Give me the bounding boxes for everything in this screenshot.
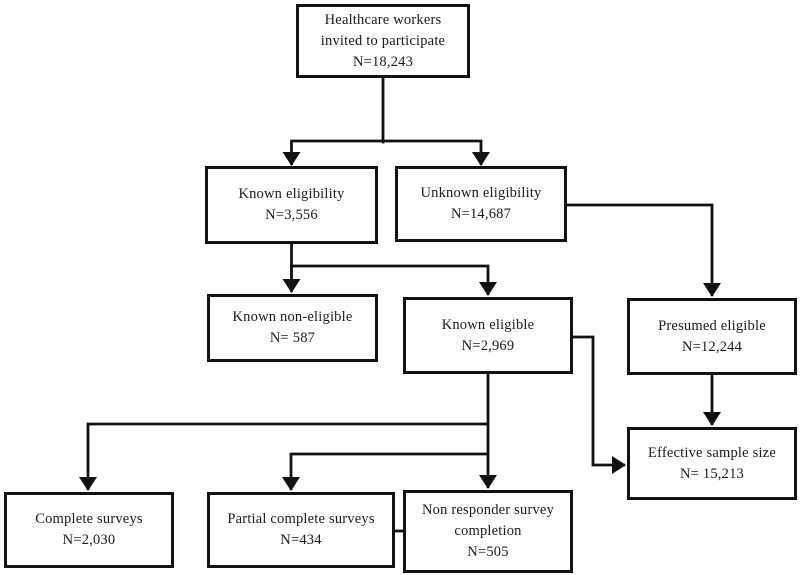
node-label-line: Complete surveys [35,511,143,527]
node-label-line: Known non-eligible [232,309,353,325]
node-count: N=3,556 [265,207,318,223]
node-known-eligibility: Known eligibility N=3,556 [205,166,378,244]
node-count: N=12,244 [681,338,743,355]
node-invited: Healthcare workers invited to participat… [296,4,470,78]
node-count: N=2,969 [461,337,515,354]
edge-invited-to-eligibility-split [282,139,490,166]
node-label-line: completion [454,523,522,539]
node-non-responder-survey-completion: Non responder survey completion N=505 [403,490,573,573]
node-count: N=434 [280,532,322,548]
node-label-line: Non responder survey [421,502,555,518]
node-count: N=18,243 [352,53,414,70]
node-known-non-eligible: Known non-eligible N= 587 [207,294,378,362]
node-complete-surveys: Complete surveys N=2,030 [4,492,174,568]
edge-known-eligible-to-complete [79,422,488,491]
node-label-line: invited to participate [320,32,446,49]
node-partial-complete-surveys: Partial complete surveys N=434 [207,492,395,568]
edge-known-eligible-to-effective [573,335,626,474]
node-unknown-eligibility: Unknown eligibility N=14,687 [395,166,567,242]
node-count: N=505 [467,544,509,560]
node-count: N=14,687 [450,206,512,222]
node-count: N= 587 [269,330,316,346]
node-label-line: Effective sample size [648,444,776,461]
node-label-line: Known eligible [441,316,535,333]
node-label-line: Presumed eligible [658,317,766,334]
edge-known-eligible-to-partial [282,452,488,491]
node-label-line: Partial complete surveys [227,511,375,527]
node-presumed-eligible: Presumed eligible N=12,244 [627,298,797,375]
node-label-line: Healthcare workers [324,11,442,28]
node-count: N= 15,213 [680,465,744,482]
node-label-line: Known eligibility [238,186,345,202]
node-known-eligible: Known eligible N=2,969 [403,297,573,374]
edge-unknown-to-presumed [567,203,721,297]
edge-known-eligibility-split [282,264,497,296]
node-label-line: Unknown eligibility [420,185,542,201]
node-effective-sample-size: Effective sample size N= 15,213 [627,427,797,500]
node-count: N=2,030 [62,532,116,548]
